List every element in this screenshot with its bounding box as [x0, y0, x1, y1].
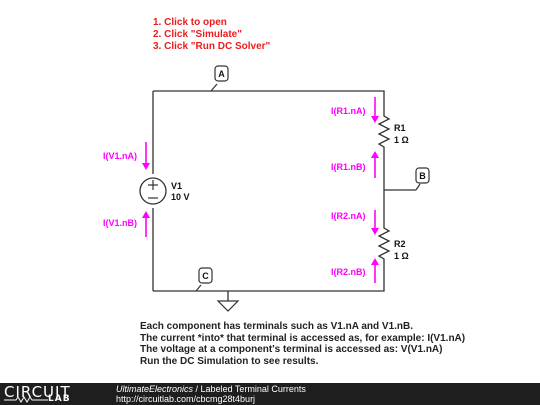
description-line-1: Each component has terminals such as V1.… — [140, 321, 414, 332]
voltage-source-v1[interactable] — [139, 177, 167, 205]
footer-separator: / — [193, 384, 201, 394]
node-c-text: C — [202, 271, 209, 281]
v1-value: 10 V — [171, 192, 190, 202]
arrow-r1-nb-head — [371, 151, 379, 158]
logo-circuit-text: CIRCUIT — [4, 383, 71, 401]
current-label-v1-nb: I(V1.nB) — [103, 218, 137, 228]
arrow-r2-nb-head — [371, 258, 379, 265]
r2-name: R2 — [394, 239, 406, 249]
instruction-step-2: 2. Click "Simulate" — [153, 29, 242, 40]
node-b-text: B — [419, 171, 426, 181]
r1-name: R1 — [394, 123, 406, 133]
description-line-3: The voltage at a component's terminal is… — [140, 344, 443, 355]
arrow-r1-na-head — [371, 116, 379, 123]
arrow-r2-na-head — [371, 228, 379, 235]
footer-circuit-title[interactable]: Labeled Terminal Currents — [200, 384, 306, 394]
footer-url[interactable]: http://circuitlab.com/cbcmg28t4burj — [116, 394, 256, 404]
resistor-r2[interactable] — [377, 222, 391, 268]
current-label-r2-nb: I(R2.nB) — [331, 267, 366, 277]
wires — [152, 90, 385, 301]
circuit-schematic[interactable]: A B C V1 10 V R1 1 Ω R2 1 Ω I(V1.nA) I(V… — [0, 0, 540, 383]
wire-top — [153, 90, 385, 110]
wire-bottom — [153, 268, 385, 292]
ground-icon — [216, 300, 240, 312]
arrow-v1-nb-head — [142, 211, 150, 218]
description-line-4: Run the DC Simulation to see results. — [140, 356, 319, 367]
v1-name: V1 — [171, 181, 182, 191]
r2-value: 1 Ω — [394, 251, 409, 261]
footer-title-line[interactable]: UltimateElectronics / Labeled Terminal C… — [116, 384, 306, 394]
footer-author[interactable]: UltimateElectronics — [116, 384, 194, 394]
logo-lab-text: LAB — [48, 394, 71, 404]
logo-resistor-icon — [4, 396, 48, 403]
node-label-a[interactable]: A — [210, 65, 229, 92]
r1-value: 1 Ω — [394, 135, 409, 145]
arrow-v1-na-head — [142, 163, 150, 170]
current-label-v1-na: I(V1.nA) — [103, 151, 137, 161]
node-a-text: A — [218, 69, 225, 79]
resistor-r1[interactable] — [377, 110, 391, 155]
current-arrows — [142, 97, 379, 283]
instruction-step-1: 1. Click to open — [153, 17, 227, 28]
node-label-c[interactable]: C — [195, 267, 213, 292]
current-label-r2-na: I(R2.nA) — [331, 211, 366, 221]
current-label-r1-nb: I(R1.nB) — [331, 162, 366, 172]
footer-bar: CIRCUIT LAB UltimateElectronics / Labele… — [0, 383, 540, 405]
current-label-r1-na: I(R1.nA) — [331, 106, 366, 116]
instruction-step-3: 3. Click "Run DC Solver" — [153, 41, 271, 52]
node-label-b[interactable]: B — [384, 167, 430, 191]
description-line-2: The current *into* that terminal is acce… — [140, 333, 466, 344]
